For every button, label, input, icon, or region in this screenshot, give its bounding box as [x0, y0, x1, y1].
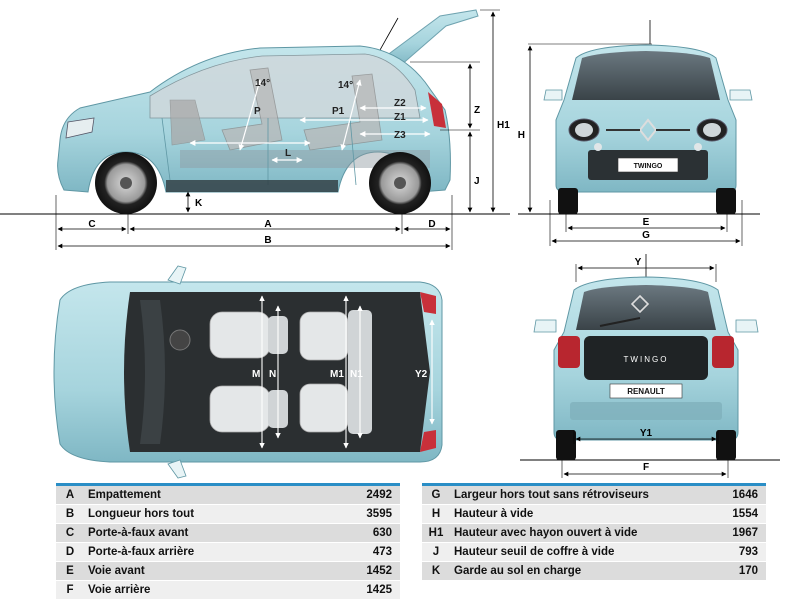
- row-code: F: [66, 584, 74, 596]
- table-row: K Garde au sol en charge 170: [422, 562, 766, 581]
- top-view: M N M1 N1 Y2: [53, 265, 443, 479]
- label-p1: P1: [332, 106, 345, 117]
- label-seat-angle-rear: 14°: [338, 80, 353, 91]
- row-code: H: [431, 508, 441, 520]
- table-row: H1 Hauteur avec hayon ouvert à vide 1967: [422, 524, 766, 543]
- row-code: A: [65, 489, 75, 501]
- row-label: Hauteur avec hayon ouvert à vide: [454, 527, 638, 539]
- rear-plate-text: RENAULT: [627, 387, 665, 396]
- row-code: D: [65, 546, 75, 558]
- label-c: C: [88, 219, 95, 230]
- row-label: Porte-à-faux arrière: [88, 546, 195, 558]
- row-code: J: [432, 546, 440, 558]
- label-seat-angle-front: 14°: [255, 78, 270, 89]
- label-m: M: [252, 369, 260, 380]
- row-label: Hauteur seuil de coffre à vide: [454, 546, 615, 558]
- row-value: 1967: [732, 527, 758, 539]
- label-z: Z: [474, 105, 480, 116]
- label-a: A: [264, 219, 271, 230]
- row-value: 1646: [732, 489, 758, 501]
- table-row: H Hauteur à vide 1554: [422, 505, 766, 524]
- label-m1: M1: [330, 369, 344, 380]
- label-z1: Z1: [394, 112, 406, 123]
- front-view: H TWINGO E G: [518, 20, 760, 246]
- label-z2: Z2: [394, 98, 406, 109]
- row-value: 1554: [732, 508, 758, 520]
- label-n: N: [269, 369, 276, 380]
- table-row: D Porte-à-faux arrière 473: [56, 543, 400, 562]
- row-code: C: [65, 527, 75, 539]
- row-label: Garde au sol en charge: [454, 565, 582, 577]
- table-row: E Voie avant 1452: [56, 562, 400, 581]
- row-value: 3595: [366, 508, 392, 520]
- row-label: Porte-à-faux avant: [88, 527, 189, 539]
- row-label: Largeur hors tout sans rétroviseurs: [454, 489, 649, 501]
- label-b: B: [264, 235, 271, 246]
- label-n1: N1: [350, 369, 363, 380]
- row-code: K: [431, 565, 441, 577]
- row-code: E: [66, 565, 74, 577]
- row-value: 630: [372, 527, 392, 539]
- open-tailgate: [385, 9, 479, 67]
- row-label: Longueur hors tout: [88, 508, 195, 520]
- table-row: J Hauteur seuil de coffre à vide 793: [422, 543, 766, 562]
- dimension-table-left: A Empattement 2492 B Longueur hors tout 3595…: [56, 483, 400, 600]
- label-y: Y: [635, 257, 642, 268]
- row-value: 170: [738, 565, 758, 577]
- row-value: 793: [738, 546, 758, 558]
- label-g: G: [642, 230, 650, 241]
- label-e: E: [643, 217, 650, 228]
- label-y2: Y2: [415, 369, 428, 380]
- dimension-table-right: G Largeur hors tout sans rétroviseurs 1646…: [422, 483, 766, 581]
- row-label: Voie avant: [88, 565, 145, 577]
- row-value: 1425: [366, 584, 392, 596]
- label-f: F: [643, 462, 649, 473]
- table-row: C Porte-à-faux avant 630: [56, 524, 400, 543]
- row-code: B: [65, 508, 75, 520]
- row-value: 473: [372, 546, 392, 558]
- table-row: A Empattement 2492: [56, 486, 400, 505]
- row-value: 2492: [366, 489, 392, 501]
- table-row: B Longueur hors tout 3595: [56, 505, 400, 524]
- label-h1: H1: [497, 120, 510, 131]
- label-l: L: [285, 148, 291, 159]
- label-h: H: [518, 130, 525, 141]
- rear-badge-text: TWINGO: [624, 355, 669, 364]
- row-value: 1452: [366, 565, 392, 577]
- label-p: P: [254, 106, 261, 117]
- row-label: Empattement: [88, 489, 161, 501]
- label-d: D: [428, 219, 435, 230]
- table-row: F Voie arrière 1425: [56, 581, 400, 600]
- rear-view: Y TWINGO RENAULT Y1 F: [520, 254, 780, 478]
- table-row: G Largeur hors tout sans rétroviseurs 1646: [422, 486, 766, 505]
- row-label: Voie arrière: [88, 584, 151, 596]
- renault-logo-front: [638, 118, 658, 142]
- label-y1: Y1: [640, 428, 653, 439]
- side-view: 14° 14° P P1 Z2 Z1 Z3 L K C A D B Z J: [0, 9, 510, 250]
- label-k: K: [195, 198, 203, 209]
- row-code: H1: [428, 527, 444, 539]
- front-plate-text: TWINGO: [634, 163, 663, 170]
- row-code: G: [431, 489, 441, 501]
- row-label: Hauteur à vide: [454, 508, 534, 520]
- label-j: J: [474, 176, 480, 187]
- label-z3: Z3: [394, 130, 406, 141]
